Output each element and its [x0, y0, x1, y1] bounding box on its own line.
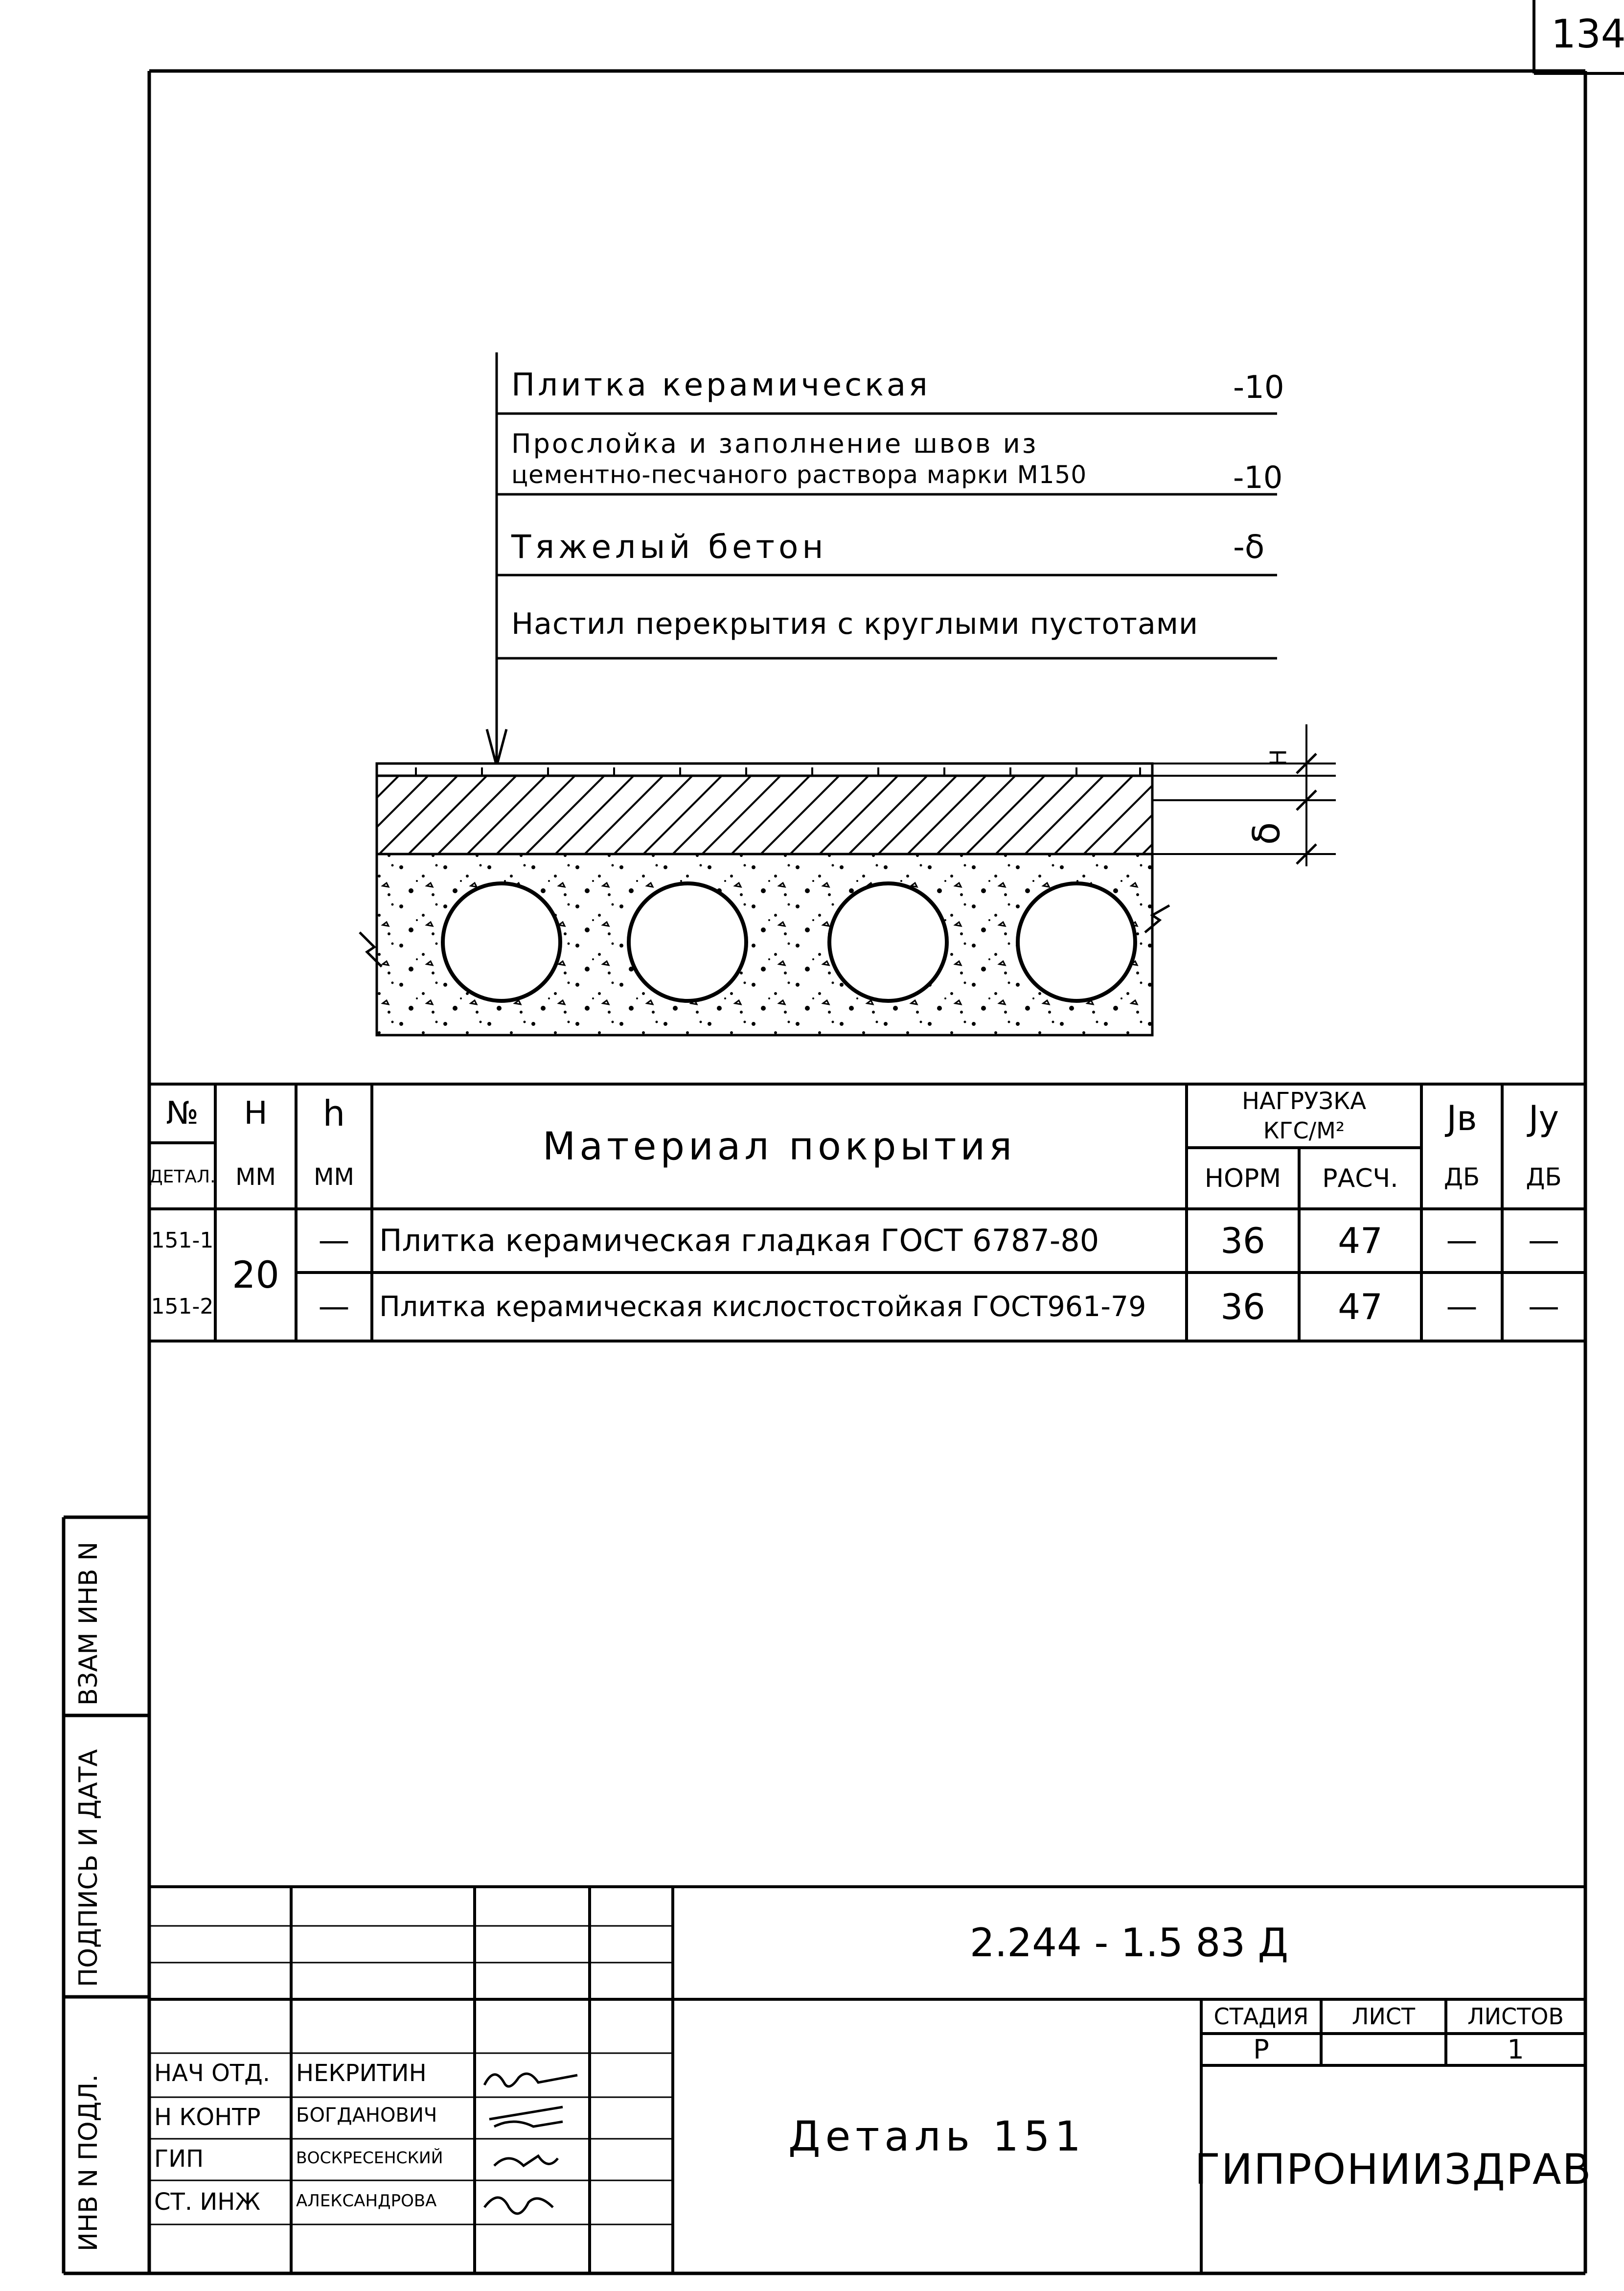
- person-role: Н КОНТР: [154, 2104, 261, 2131]
- layer-1-thickness: -10: [1233, 370, 1284, 406]
- cell-calc: 47: [1338, 1286, 1383, 1327]
- layer-2-name-line2: цементно-песчаного раствора марки М150: [511, 461, 1087, 489]
- layer-2-name-line1: Прослойка и заполнение швов из: [511, 428, 1038, 459]
- floor-cross-section: [359, 762, 1170, 1037]
- cell-norm: 36: [1220, 1220, 1265, 1261]
- side-stamp-inv-podl: ИНВ N ПОДЛ.: [74, 2074, 103, 2251]
- hdr-load-unit: КГС/М²: [1263, 1117, 1345, 1144]
- dim-label-h: H: [1265, 749, 1292, 766]
- person-name: БОГДАНОВИЧ: [296, 2104, 437, 2127]
- hdr-H-sub: ММ: [235, 1163, 276, 1191]
- hdr-jb-sub: ДБ: [1443, 1163, 1480, 1191]
- cell-h: —: [318, 1289, 350, 1325]
- person-role: НАЧ ОТД.: [154, 2060, 270, 2087]
- dimension-lines: [1152, 724, 1336, 866]
- cell-material: Плитка керамическая гладкая ГОСТ 6787-80: [379, 1223, 1099, 1258]
- callout-lines: [485, 352, 1277, 771]
- stage-value: Р: [1253, 2034, 1269, 2065]
- cell-jb: —: [1446, 1289, 1478, 1325]
- page-number-tab: [1533, 0, 1624, 75]
- page-number: 134: [1551, 11, 1624, 57]
- side-stamp-signature-date: ПОДПИСЬ И ДАТА: [74, 1749, 103, 1987]
- organization-name: ГИПРОНИИЗДРАВ: [1194, 2145, 1592, 2194]
- sheets-label: ЛИСТОВ: [1467, 2003, 1564, 2030]
- cell-h: —: [318, 1223, 350, 1259]
- layer-3-name: Тяжелый бетон: [511, 528, 827, 566]
- cell-norm: 36: [1220, 1286, 1265, 1327]
- doc-code: 2.244 - 1.5 83 Д: [969, 1920, 1289, 1966]
- hdr-jy-sub: ДБ: [1526, 1163, 1562, 1191]
- hdr-H: H: [244, 1095, 268, 1132]
- hdr-jy: Jу: [1528, 1098, 1559, 1138]
- hdr-jb: Jв: [1446, 1098, 1477, 1138]
- hdr-h-sub: ММ: [314, 1163, 354, 1191]
- hdr-calc: РАСЧ.: [1322, 1163, 1398, 1193]
- hdr-no-sub: ДЕТАЛ.: [149, 1167, 216, 1187]
- layer-3-thickness: -δ: [1233, 528, 1265, 566]
- hdr-load: НАГРУЗКА: [1241, 1088, 1367, 1115]
- hdr-norm: НОРМ: [1204, 1163, 1281, 1193]
- title-block-grid: [149, 1885, 1585, 2273]
- cell-material: Плитка керамическая кислостостойкая ГОСТ…: [379, 1290, 1146, 1323]
- cell-no: 151-1: [151, 1228, 214, 1253]
- sheet-value: [1321, 2034, 1446, 2065]
- person-name: ВОСКРЕСЕНСКИЙ: [296, 2148, 443, 2167]
- person-role: ГИП: [154, 2145, 204, 2173]
- layer-4-name: Настил перекрытия с круглыми пустотами: [511, 607, 1199, 641]
- hdr-no: №: [166, 1095, 199, 1132]
- layer-2-thickness: -10: [1233, 460, 1283, 495]
- cell-jy: —: [1528, 1223, 1559, 1259]
- drawing-title: Деталь 151: [788, 2112, 1086, 2160]
- cell-no: 151-2: [151, 1294, 214, 1319]
- dim-label-delta: δ: [1244, 822, 1288, 845]
- person-name: НЕКРИТИН: [296, 2060, 427, 2087]
- cell-jy: —: [1528, 1289, 1559, 1325]
- hdr-h: h: [322, 1093, 345, 1134]
- sheets-value: 1: [1507, 2034, 1524, 2065]
- signatures: [483, 2072, 578, 2215]
- sheet-label: ЛИСТ: [1351, 2003, 1416, 2030]
- hdr-material: Материал покрытия: [542, 1124, 1016, 1169]
- person-role: СТ. ИНЖ: [154, 2188, 261, 2216]
- cell-H-shared: 20: [232, 1253, 279, 1296]
- stage-label: СТАДИЯ: [1213, 2003, 1309, 2030]
- table-grid: [149, 1083, 1585, 1342]
- cell-calc: 47: [1338, 1220, 1383, 1261]
- side-stamp-vzam-inv: ВЗАМ ИНВ N: [74, 1541, 103, 1706]
- layer-1-name: Плитка керамическая: [511, 367, 931, 403]
- sheet-frame: [62, 69, 1587, 2275]
- cell-jb: —: [1446, 1223, 1478, 1259]
- person-name: АЛЕКСАНДРОВА: [296, 2191, 437, 2211]
